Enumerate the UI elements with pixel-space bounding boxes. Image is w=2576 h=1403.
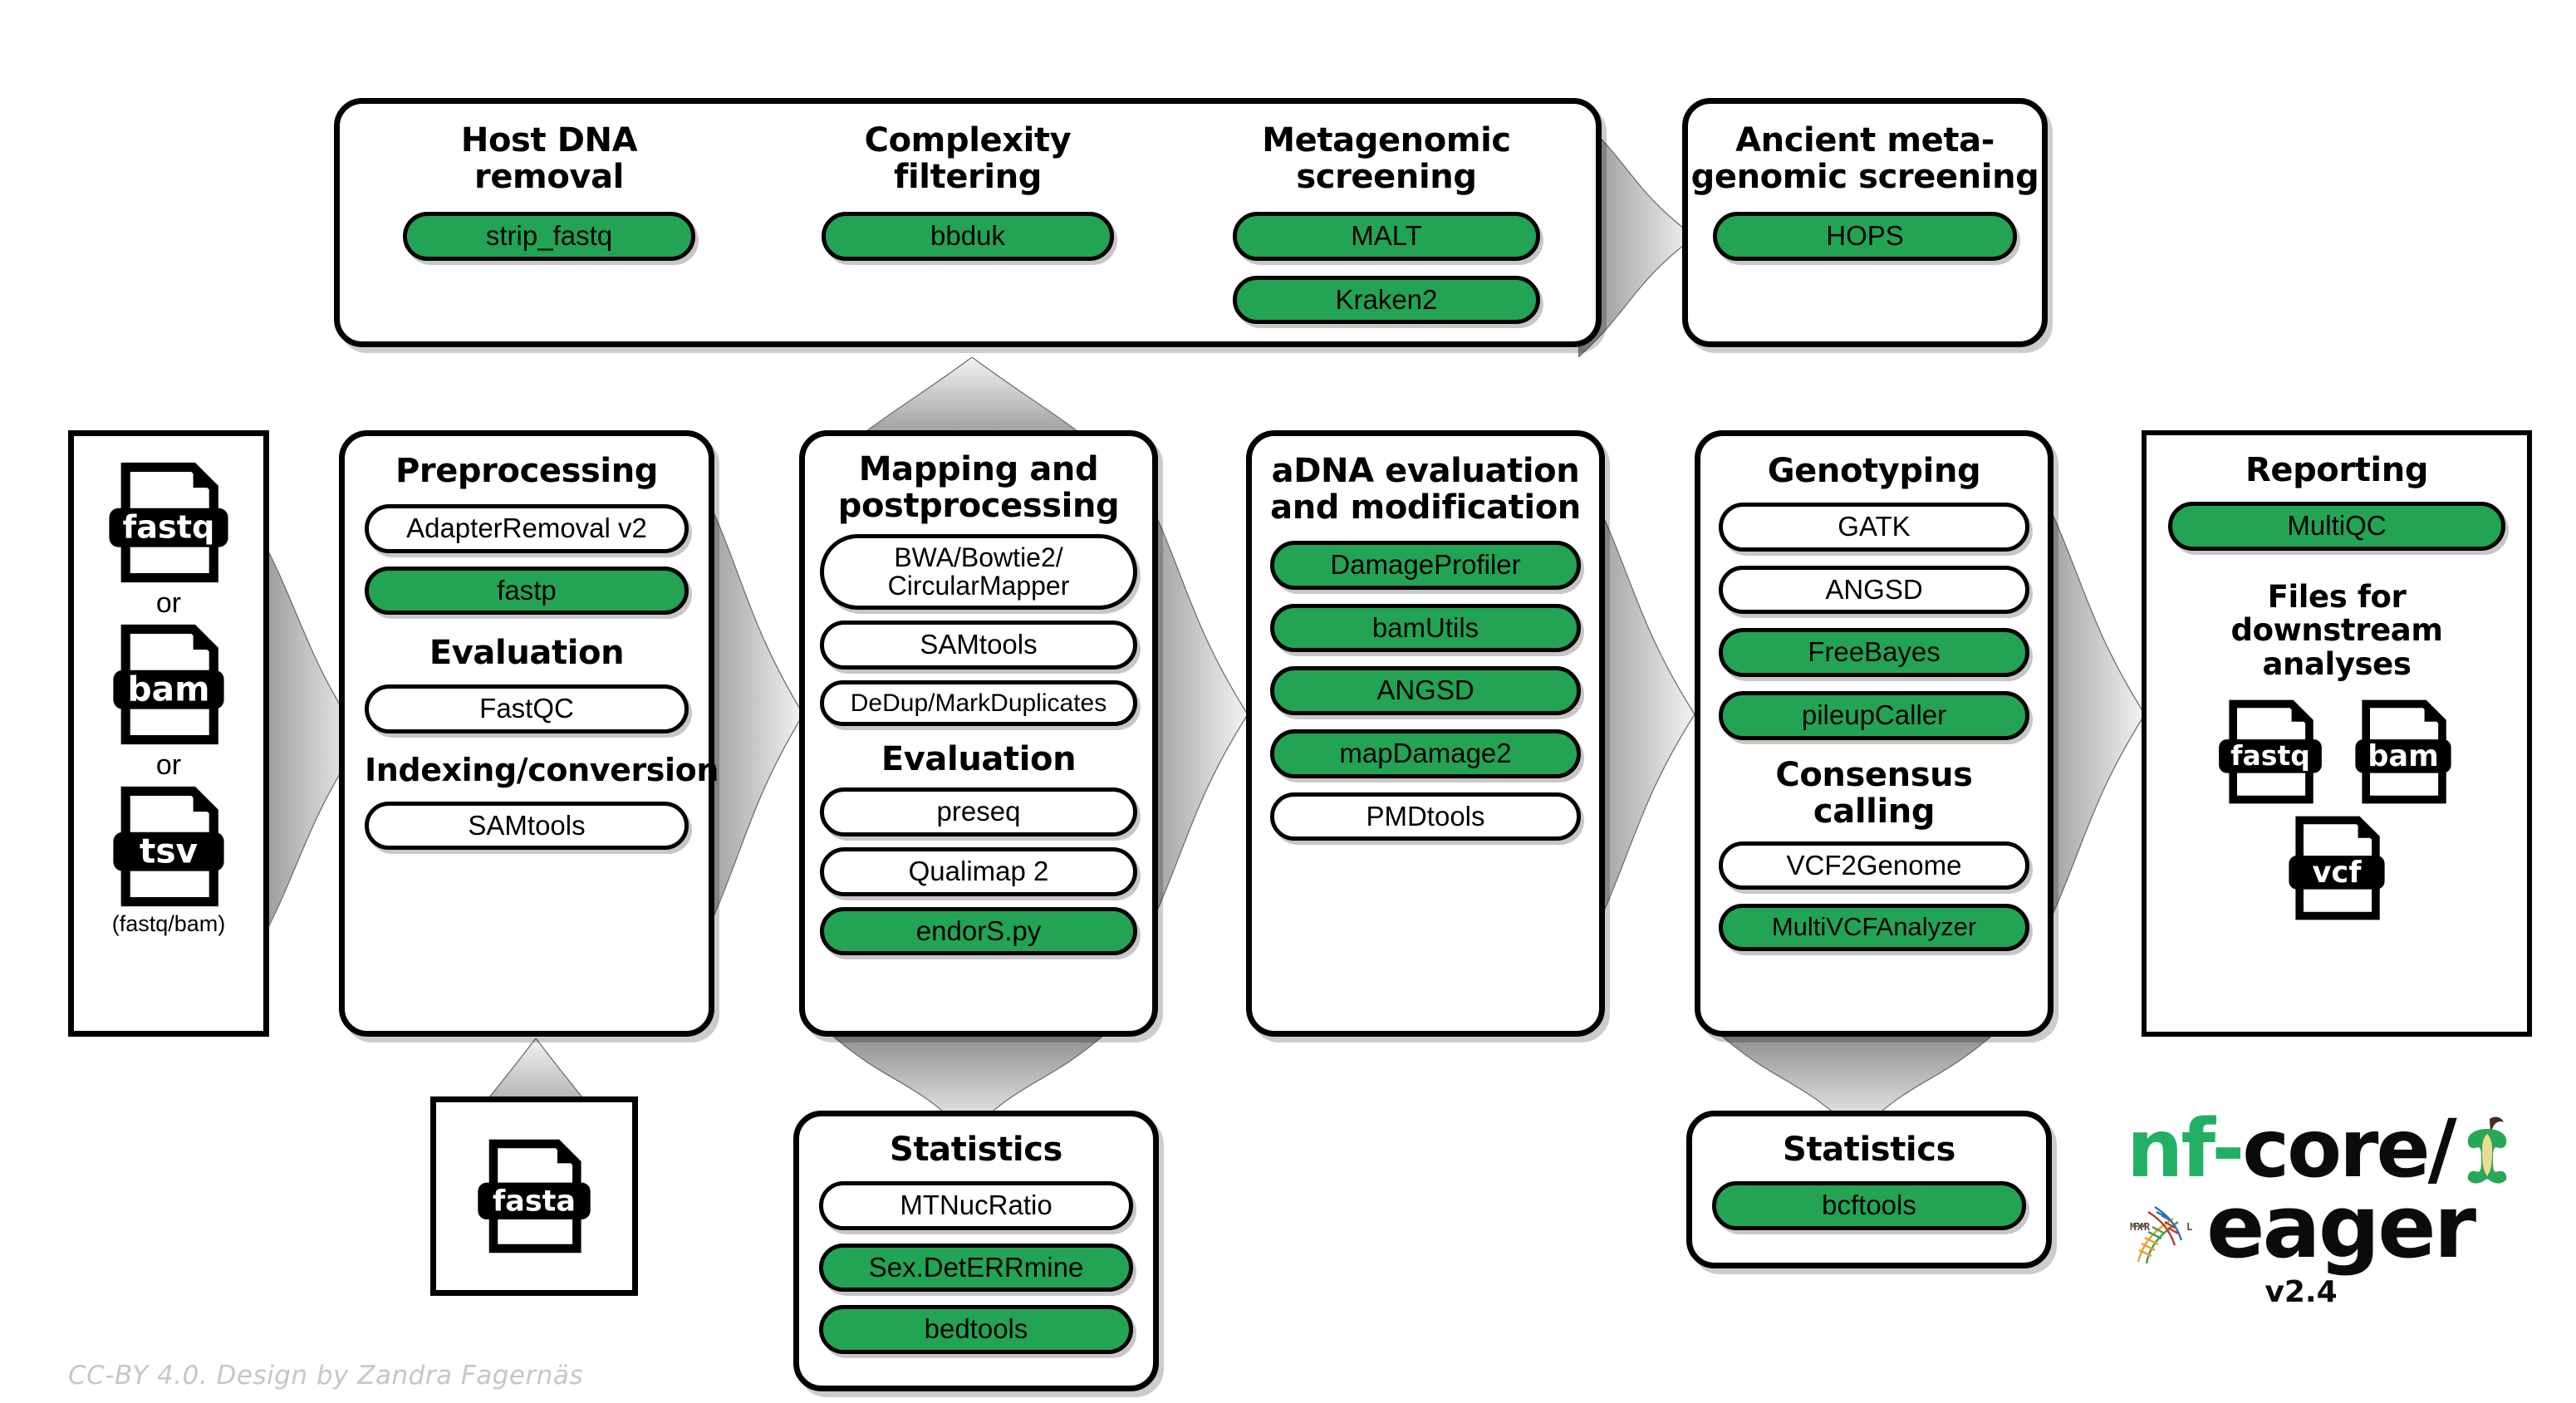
- tool-pill-fastqc[interactable]: FastQC: [365, 684, 689, 733]
- ancient-screening-title: Ancient meta- genomic screening: [1690, 121, 2039, 196]
- arrow-adna-to-genotyping: [1578, 465, 1695, 964]
- reference-fasta-box: fasta: [430, 1096, 638, 1296]
- svg-text:bam: bam: [2367, 739, 2439, 773]
- logo-core-text: core/: [2242, 1102, 2456, 1195]
- screening-column-metagenomic-screening: Metagenomic screening MALT Kraken2: [1177, 104, 1596, 341]
- mapping-title: Mapping and postprocessing: [837, 450, 1120, 525]
- fasta-file-icon: fasta: [476, 1138, 592, 1254]
- genotyping-group-heading-consensus: Consensus calling: [1775, 755, 1973, 831]
- svg-text:bam: bam: [128, 670, 210, 709]
- tool-pill-gatk[interactable]: GATK: [1719, 503, 2029, 552]
- tool-pill-endors-py[interactable]: endorS.py: [820, 906, 1137, 956]
- tool-pill-pmdtools[interactable]: PMDtools: [1270, 792, 1581, 841]
- tool-pill-hops[interactable]: HOPS: [1713, 212, 2017, 261]
- tool-pill-bamutils[interactable]: bamUtils: [1270, 603, 1581, 653]
- preprocessing-group-heading-evaluation: Evaluation: [429, 634, 625, 673]
- svg-text:fastq: fastq: [2230, 739, 2310, 772]
- statistics-genotyping-box: Statistics bcftools: [1686, 1111, 2052, 1268]
- input-or-label-2: or: [155, 749, 182, 781]
- preprocessing-group-heading-indexing: Indexing/conversion: [365, 751, 719, 788]
- input-files-box: fastq or bam or tsv: [68, 430, 269, 1037]
- input-note-label: (fastq/bam): [111, 911, 226, 936]
- svg-text:fastq: fastq: [123, 510, 215, 547]
- statistics-mapping-title: Statistics: [890, 1131, 1062, 1169]
- statistics-mapping-box: Statistics MTNucRatio Sex.DetERRmine bed…: [793, 1111, 1159, 1391]
- bam-output-file-icon: bam: [2350, 699, 2456, 805]
- svg-text:tsv: tsv: [140, 831, 198, 871]
- tool-pill-kraken2[interactable]: Kraken2: [1233, 275, 1540, 325]
- tool-pill-angsd[interactable]: ANGSD: [1719, 565, 2029, 615]
- arrow-mapping-to-screening-up: [843, 357, 1101, 449]
- logo-nf-text: nf-: [2127, 1102, 2245, 1195]
- tool-pill-malt[interactable]: MALT: [1233, 212, 1540, 261]
- logo-line-nf-core: nf- core/: [2127, 1109, 2525, 1189]
- screening-column-host-dna-removal: Host DNA removal strip_fastq: [340, 104, 758, 341]
- tool-pill-angsd[interactable]: ANGSD: [1270, 666, 1581, 715]
- tool-pill-mtnucratio[interactable]: MTNucRatio: [819, 1181, 1133, 1230]
- tool-pill-multiqc[interactable]: MultiQC: [2168, 502, 2505, 551]
- bam-file-icon: bam: [107, 623, 230, 746]
- tool-pill-sex-deterrmine[interactable]: Sex.DetERRmine: [819, 1243, 1133, 1293]
- screening-column-complexity-filtering: Complexity filtering bbduk: [758, 104, 1177, 341]
- ancient-screening-box: Ancient meta- genomic screening HOPS: [1682, 98, 2048, 347]
- adna-title: aDNA evaluation and modification: [1270, 452, 1581, 527]
- tool-pill-freebayes[interactable]: FreeBayes: [1719, 628, 2029, 677]
- nf-core-eager-logo: nf- core/: [2127, 1109, 2525, 1309]
- tool-pill-bbduk[interactable]: bbduk: [822, 212, 1114, 261]
- logo-version-label: v2.4: [2264, 1275, 2338, 1309]
- tool-pill-qualimap-2[interactable]: Qualimap 2: [820, 846, 1137, 896]
- preprocessing-title: Preprocessing: [395, 452, 659, 490]
- tool-pill-bwa-bowtie2-circularmapper[interactable]: BWA/Bowtie2/ CircularMapper: [820, 534, 1137, 611]
- fastq-file-icon: fastq: [107, 461, 230, 584]
- screening-column-title: Complexity filtering: [864, 121, 1072, 196]
- tool-pill-bcftools[interactable]: bcftools: [1712, 1181, 2026, 1230]
- tool-pill-samtools[interactable]: SAMtools: [365, 801, 689, 851]
- tool-pill-dedup-markduplicates[interactable]: DeDup/MarkDuplicates: [820, 679, 1137, 727]
- screening-box: Host DNA removal strip_fastq Complexity …: [334, 98, 1602, 347]
- reporting-box: Reporting MultiQC Files for downstream a…: [2142, 430, 2532, 1037]
- tool-pill-preseq[interactable]: preseq: [820, 787, 1137, 836]
- mapping-box: Mapping and postprocessing BWA/Bowtie2/ …: [799, 430, 1158, 1037]
- genotyping-title: Genotyping: [1767, 452, 1981, 490]
- svg-text:fasta: fasta: [493, 1185, 576, 1219]
- tool-pill-bedtools[interactable]: bedtools: [819, 1305, 1133, 1354]
- statistics-genotyping-title: Statistics: [1783, 1131, 1955, 1169]
- tsv-file-icon: tsv: [107, 785, 230, 908]
- dna-helix-icon: MFXMR L: [2127, 1194, 2206, 1264]
- adna-box: aDNA evaluation and modification DamageP…: [1246, 430, 1605, 1037]
- tool-pill-samtools[interactable]: SAMtools: [820, 621, 1137, 670]
- tool-pill-fastp[interactable]: fastp: [365, 566, 689, 616]
- mapping-group-heading-evaluation: Evaluation: [881, 740, 1077, 779]
- vcf-output-file-icon: vcf: [2284, 815, 2390, 921]
- tool-pill-pileupcaller[interactable]: pileupCaller: [1719, 690, 2029, 740]
- apple-core-icon: [2458, 1114, 2516, 1184]
- svg-text:L: L: [2186, 1221, 2192, 1233]
- fastq-output-file-icon: fastq: [2217, 699, 2323, 805]
- logo-eager-text: eager: [2206, 1176, 2476, 1278]
- tool-pill-vcf2genome[interactable]: VCF2Genome: [1719, 841, 2029, 890]
- tool-pill-damageprofiler[interactable]: DamageProfiler: [1270, 541, 1581, 590]
- tool-pill-adapterremoval-v2[interactable]: AdapterRemoval v2: [365, 504, 689, 553]
- svg-text:vcf: vcf: [2312, 856, 2362, 890]
- reporting-downstream-heading: Files for downstream analyses: [2230, 578, 2443, 683]
- genotyping-box: Genotyping GATK ANGSD FreeBayes pileupCa…: [1695, 430, 2053, 1037]
- logo-line-eager: MFXMR L eager: [2127, 1184, 2525, 1270]
- reporting-title: Reporting: [2245, 451, 2429, 489]
- preprocessing-box: Preprocessing AdapterRemoval v2 fastp Ev…: [339, 430, 719, 1037]
- tool-pill-multivcfanalyzer[interactable]: MultiVCFAnalyzer: [1719, 904, 2029, 951]
- credit-label: CC-BY 4.0. Design by Zandra Fagernäs: [68, 1361, 584, 1391]
- tool-pill-strip-fastq[interactable]: strip_fastq: [403, 212, 695, 261]
- screening-column-title: Metagenomic screening: [1262, 121, 1511, 196]
- svg-text:MFXMR: MFXMR: [2130, 1221, 2151, 1233]
- tool-pill-mapdamage2[interactable]: mapDamage2: [1270, 728, 1581, 778]
- input-or-label-1: or: [155, 587, 182, 619]
- screening-column-title: Host DNA removal: [460, 121, 638, 196]
